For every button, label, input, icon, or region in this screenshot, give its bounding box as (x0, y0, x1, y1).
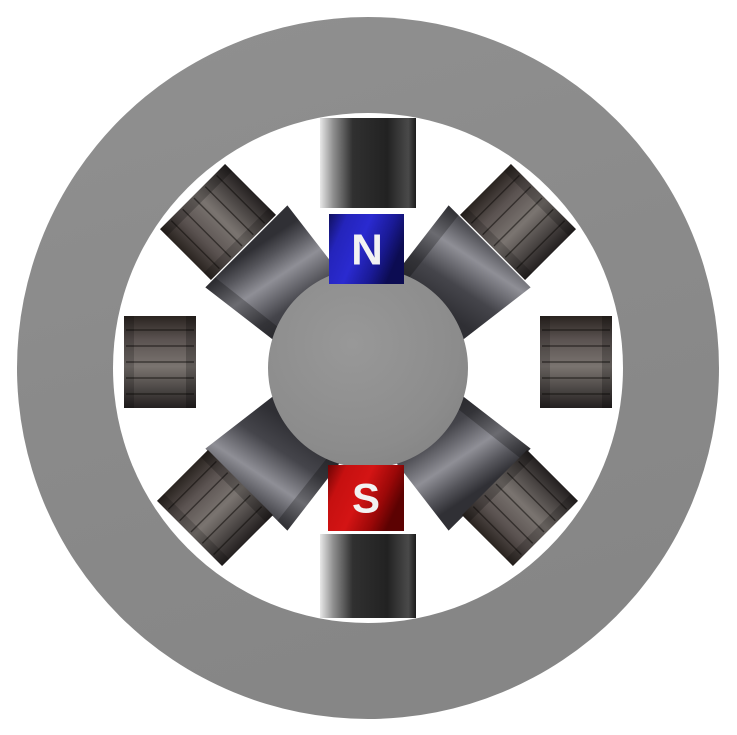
coil-right (540, 316, 612, 408)
north-magnet-body (329, 214, 404, 284)
rotor-assembly (205, 205, 531, 531)
south-magnet-body (328, 465, 404, 531)
rotor-hub (268, 268, 468, 468)
coil-left (124, 316, 196, 408)
north-magnet-label: N (351, 226, 383, 275)
south-magnet-label: S (352, 475, 380, 522)
top-winding (305, 118, 431, 215)
south-magnet: S (328, 465, 404, 531)
bottom-winding (305, 534, 431, 618)
north-magnet: N (329, 214, 404, 284)
